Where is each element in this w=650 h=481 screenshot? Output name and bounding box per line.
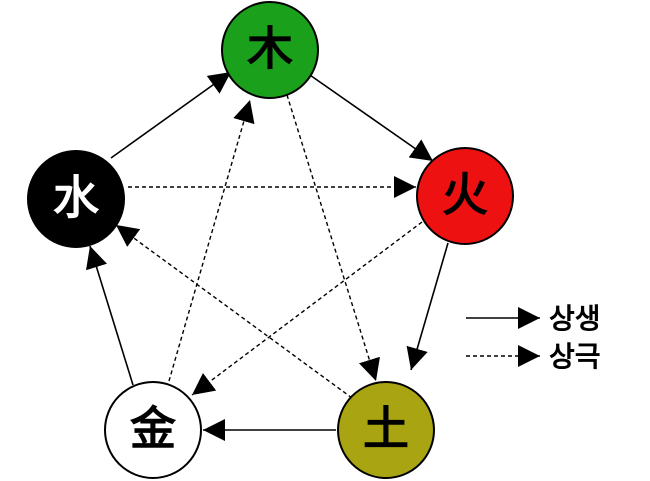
arrow-wood-to-earth [286, 94, 380, 382]
generating-arrows [85, 71, 449, 441]
legend-generating-label: 상생 [549, 302, 601, 335]
arrow-fire-to-metal [191, 221, 423, 396]
arrow-wood-to-fire [306, 72, 434, 162]
arrow-metal-to-wood [168, 99, 255, 382]
node-wood: 木 [221, 1, 319, 99]
arrow-earth-to-water [115, 224, 353, 399]
node-metal: 金 [104, 381, 202, 479]
arrow-fire-to-earth [406, 242, 449, 371]
earth-circle [337, 381, 435, 479]
fire-label: 火 [442, 168, 488, 222]
metal-label: 金 [129, 402, 177, 456]
water-label: 水 [53, 171, 100, 225]
node-water: 水 [27, 150, 125, 248]
node-fire: 火 [416, 147, 514, 245]
legend-overcoming-label: 상극 [549, 340, 601, 373]
wood-label: 木 [247, 22, 293, 76]
earth-label: 土 [363, 402, 409, 456]
overcoming-arrows [115, 94, 423, 399]
node-earth: 土 [337, 381, 435, 479]
arrow-metal-to-water [85, 245, 134, 386]
arrow-water-to-wood [110, 71, 232, 159]
legend: 상생 상극 [466, 302, 601, 373]
fire-circle [416, 147, 514, 245]
water-circle [27, 150, 125, 248]
metal-circle [104, 381, 202, 479]
wood-circle [221, 1, 319, 99]
